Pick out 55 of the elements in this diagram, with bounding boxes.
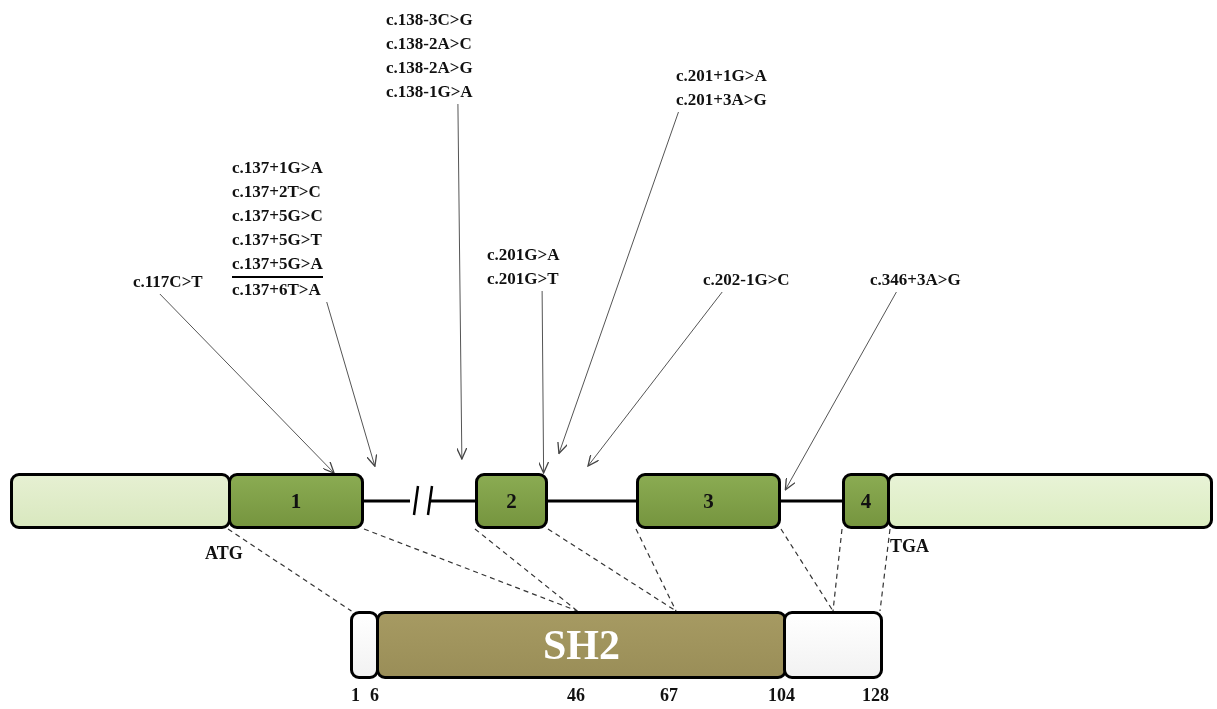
mapping-line (363, 528, 578, 612)
arrow (537, 290, 550, 474)
exon-box (636, 473, 781, 529)
position-number: 104 (768, 685, 795, 706)
position-number: 46 (567, 685, 585, 706)
codon-label: TGA (890, 536, 929, 557)
arrow (456, 103, 468, 460)
domain-label: SH2 (543, 621, 620, 669)
exon-number: 1 (290, 488, 302, 514)
exon-number: 2 (506, 488, 517, 514)
codon-label: ATG (205, 543, 243, 564)
utr-box (887, 473, 1213, 529)
mapping-line (474, 528, 578, 612)
exon-box (228, 473, 364, 529)
mutation-label: c.137+5G>T (232, 229, 323, 251)
sh2-domain-box (376, 611, 787, 679)
utr-box (10, 473, 231, 529)
mutation-label: c.201+3A>G (676, 89, 768, 111)
mutation-label: c.137+5G>C (232, 205, 324, 227)
mutation-label: c.137+2T>C (232, 181, 322, 203)
mutation-label: c.201G>T (487, 268, 560, 290)
arrow (159, 293, 335, 474)
position-number: 1 (351, 685, 360, 706)
position-number: 67 (660, 685, 678, 706)
mutation-label: c.137+5G>A (232, 252, 323, 278)
arrow (587, 291, 723, 467)
mapping-line (227, 528, 353, 612)
protein-segment (783, 611, 883, 679)
mutation-label: c.202-1G>C (703, 269, 791, 291)
mutation-label: c.138-2A>C (386, 33, 473, 55)
mutation-label: c.138-2A>G (386, 57, 474, 79)
exon-number: 3 (703, 488, 714, 514)
intron-line (781, 499, 842, 503)
exon-box (842, 473, 890, 529)
mutation-label: c.117C>T (133, 271, 204, 293)
mutation-label: c.138-3C>G (386, 9, 474, 31)
arrow (326, 301, 378, 467)
mapping-line (879, 528, 891, 612)
mutation-label: c.201G>A (487, 244, 561, 266)
intron-line (548, 499, 636, 503)
intron-line (364, 499, 475, 503)
mutation-label: c.138-1G>A (386, 81, 474, 103)
mapping-line (635, 528, 677, 612)
mapping-line (832, 528, 843, 612)
exon-box (475, 473, 548, 529)
mutation-label: c.346+3A>G (870, 269, 962, 291)
arrow (557, 111, 679, 455)
mutation-label: c.137+1G>A (232, 157, 324, 179)
position-number: 128 (862, 685, 889, 706)
mutation-label: c.201+1G>A (676, 65, 768, 87)
arrow (784, 291, 897, 491)
mapping-line (780, 528, 834, 612)
mutation-label: c.137+6T>A (232, 279, 322, 301)
position-number: 6 (370, 685, 379, 706)
exon-number: 4 (860, 488, 872, 514)
